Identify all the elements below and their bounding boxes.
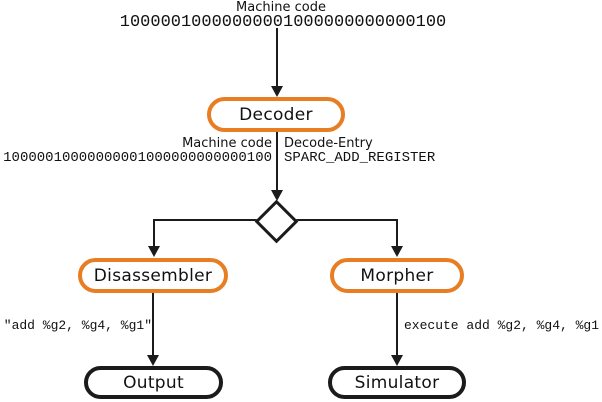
node-decoder: Decoder	[207, 97, 345, 132]
decision-diamond	[254, 199, 299, 244]
arrowhead-down-icon	[391, 355, 403, 366]
machine-code-binary: 10000010000000001000000000000100	[119, 13, 447, 32]
edge-decision-to-disassembler	[153, 219, 155, 247]
node-disassembler-label: Disassembler	[93, 265, 213, 286]
execute-instruction-label: execute add %g2, %g4, %g1	[404, 318, 600, 333]
node-decoder-label: Decoder	[239, 104, 313, 125]
node-morpher-label: Morpher	[360, 265, 434, 286]
arrowhead-down-icon	[271, 190, 283, 201]
decode-entry-value: SPARC_ADD_REGISTER	[284, 150, 436, 166]
edge-morpher-to-simulator	[396, 293, 398, 355]
arrowhead-down-icon	[148, 246, 160, 257]
machine-code-binary: 10000010000000001000000000000100	[3, 150, 272, 166]
edge-decoder-to-decision	[276, 132, 278, 190]
node-morpher: Morpher	[330, 258, 464, 293]
decoder-output-decode-entry: Decode-Entry SPARC_ADD_REGISTER	[284, 137, 435, 166]
node-simulator-label: Simulator	[354, 372, 440, 393]
arrowhead-down-icon	[391, 246, 403, 257]
disassembly-text-label: "add %g2, %g4, %g1"	[3, 318, 152, 333]
node-output-label: Output	[123, 372, 184, 393]
edge-decision-to-morpher	[396, 219, 398, 247]
arrowhead-down-icon	[147, 355, 159, 366]
node-simulator: Simulator	[328, 366, 466, 399]
node-disassembler: Disassembler	[78, 258, 228, 293]
edge-input-to-decoder	[276, 28, 278, 88]
arrowhead-down-icon	[271, 86, 283, 97]
machine-code-caption: Machine code	[182, 136, 272, 151]
decode-entry-caption: Decode-Entry	[284, 136, 373, 151]
node-output: Output	[84, 366, 223, 399]
machine-code-caption: Machine code	[236, 0, 326, 15]
edge-disassembler-to-output	[152, 293, 154, 355]
decoder-output-machine-code: Machine code 100000100000000010000000000…	[0, 137, 272, 166]
